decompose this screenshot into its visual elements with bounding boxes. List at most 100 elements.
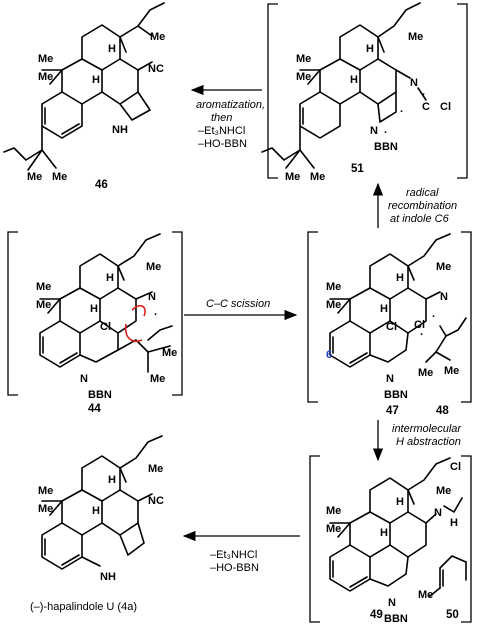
- atom-me: Me: [148, 463, 163, 475]
- structure-hapalindole-u: [41, 435, 163, 570]
- radical-dot: ·: [400, 106, 404, 118]
- bracket-right: [457, 3, 468, 179]
- bracket-right: [461, 455, 472, 623]
- compound-46-label: 46: [95, 179, 108, 191]
- structure-47: [329, 233, 451, 368]
- atom-me: Me: [36, 299, 51, 311]
- atom-me: Me: [150, 31, 165, 43]
- bracket-right: [172, 231, 183, 396]
- compound-44-label: 44: [88, 403, 101, 415]
- structure-51: [261, 2, 427, 169]
- arrow-right-up-line1: radical: [406, 187, 439, 199]
- structure-44: [39, 233, 173, 373]
- atom-me: Me: [326, 281, 341, 293]
- atom-h: H: [108, 43, 116, 55]
- structure-50: [429, 555, 467, 597]
- compound-50-label: 50: [446, 609, 459, 621]
- atom-me: Me: [52, 171, 67, 183]
- atom-n: N: [80, 373, 88, 385]
- atom-h: H: [380, 527, 388, 539]
- atom-me: Me: [326, 299, 341, 311]
- atom-h: H: [380, 303, 388, 315]
- atom-nh: NH: [100, 571, 116, 583]
- arrow-right-down-line1: intermolecular: [392, 423, 462, 435]
- structure-46: [3, 2, 165, 171]
- bracket-left: [307, 231, 318, 403]
- arrow-top-line4: –HO-BBN: [198, 138, 247, 150]
- compound-49-label: 49: [370, 609, 383, 621]
- atom-h: H: [108, 474, 116, 486]
- position-6: 6: [326, 349, 332, 361]
- atom-h: H: [106, 272, 114, 284]
- atom-n: N: [148, 291, 156, 303]
- atom-h: H: [396, 272, 404, 284]
- atom-cl: Cl: [100, 321, 111, 333]
- atom-me: Me: [36, 281, 51, 293]
- arrow-top-line3: –Et₃NHCl: [198, 125, 245, 137]
- atom-bbn: BBN: [384, 613, 408, 625]
- bracket-left: [7, 231, 18, 396]
- atom-bbn: BBN: [384, 389, 408, 401]
- compound-51-label: 51: [351, 163, 364, 175]
- arrow-middle-line1: C–C scission: [206, 298, 270, 310]
- atom-c: C: [422, 101, 430, 113]
- atom-nc: NC: [148, 495, 164, 507]
- atom-nh: NH: [112, 124, 128, 136]
- atom-n: N: [434, 507, 442, 519]
- atom-me: Me: [150, 373, 165, 385]
- atom-cl: Cl: [386, 321, 397, 333]
- bracket-right: [461, 231, 472, 403]
- structure-49: [329, 457, 463, 592]
- arrow-bottom-line2: –HO-BBN: [210, 562, 259, 574]
- atom-me: Me: [444, 365, 459, 377]
- atom-me: Me: [38, 485, 53, 497]
- red-electron-arrow: [131, 304, 146, 317]
- atom-me: Me: [38, 53, 53, 65]
- atom-me: Me: [27, 171, 42, 183]
- atom-n: N: [370, 125, 378, 137]
- atom-nc: NC: [148, 63, 164, 75]
- atom-me: Me: [436, 261, 451, 273]
- atom-me: Me: [436, 485, 451, 497]
- atom-bbn: BBN: [88, 389, 112, 401]
- radical-dot: ·: [432, 311, 436, 323]
- arrow-right-down-line2: H abstraction: [396, 436, 461, 448]
- atom-n: N: [388, 597, 396, 609]
- atom-h: H: [92, 505, 100, 517]
- atom-me: Me: [296, 53, 311, 65]
- radical-dot: ·: [420, 329, 424, 341]
- atom-bbn: BBN: [374, 141, 398, 153]
- arrow-top-line2: then: [211, 112, 232, 124]
- atom-n: N: [386, 373, 394, 385]
- radical-dot: ·: [422, 89, 426, 101]
- atom-me: Me: [296, 71, 311, 83]
- atom-me: Me: [146, 261, 161, 273]
- product-label: (–)-hapalindole U (4a): [30, 601, 137, 613]
- atom-cl: Cl: [440, 101, 451, 113]
- atom-cl: Cl: [450, 461, 461, 473]
- arrow-bottom-line1: –Et₃NHCl: [210, 549, 257, 561]
- structure-48: [425, 317, 467, 363]
- atom-h: H: [396, 496, 404, 508]
- atom-me: Me: [326, 523, 341, 535]
- atom-h: H: [90, 303, 98, 315]
- radical-dot: ·: [154, 309, 158, 321]
- bracket-left: [267, 3, 278, 179]
- atom-me: Me: [326, 505, 341, 517]
- atom-n: N: [410, 77, 418, 89]
- atom-h: H: [366, 43, 374, 55]
- bracket-left: [309, 455, 320, 623]
- radical-dot: ·: [384, 127, 388, 139]
- atom-me: Me: [38, 71, 53, 83]
- atom-cl: Cl: [414, 319, 425, 331]
- atom-me: Me: [418, 367, 433, 379]
- red-electron-arrow: [124, 323, 143, 342]
- compound-47-label: 47: [386, 405, 399, 417]
- compound-48-label: 48: [436, 405, 449, 417]
- atom-n: N: [440, 291, 448, 303]
- arrow-right-up-line2: recombination: [388, 200, 457, 212]
- atom-me: Me: [418, 589, 433, 601]
- atom-me: Me: [310, 171, 325, 183]
